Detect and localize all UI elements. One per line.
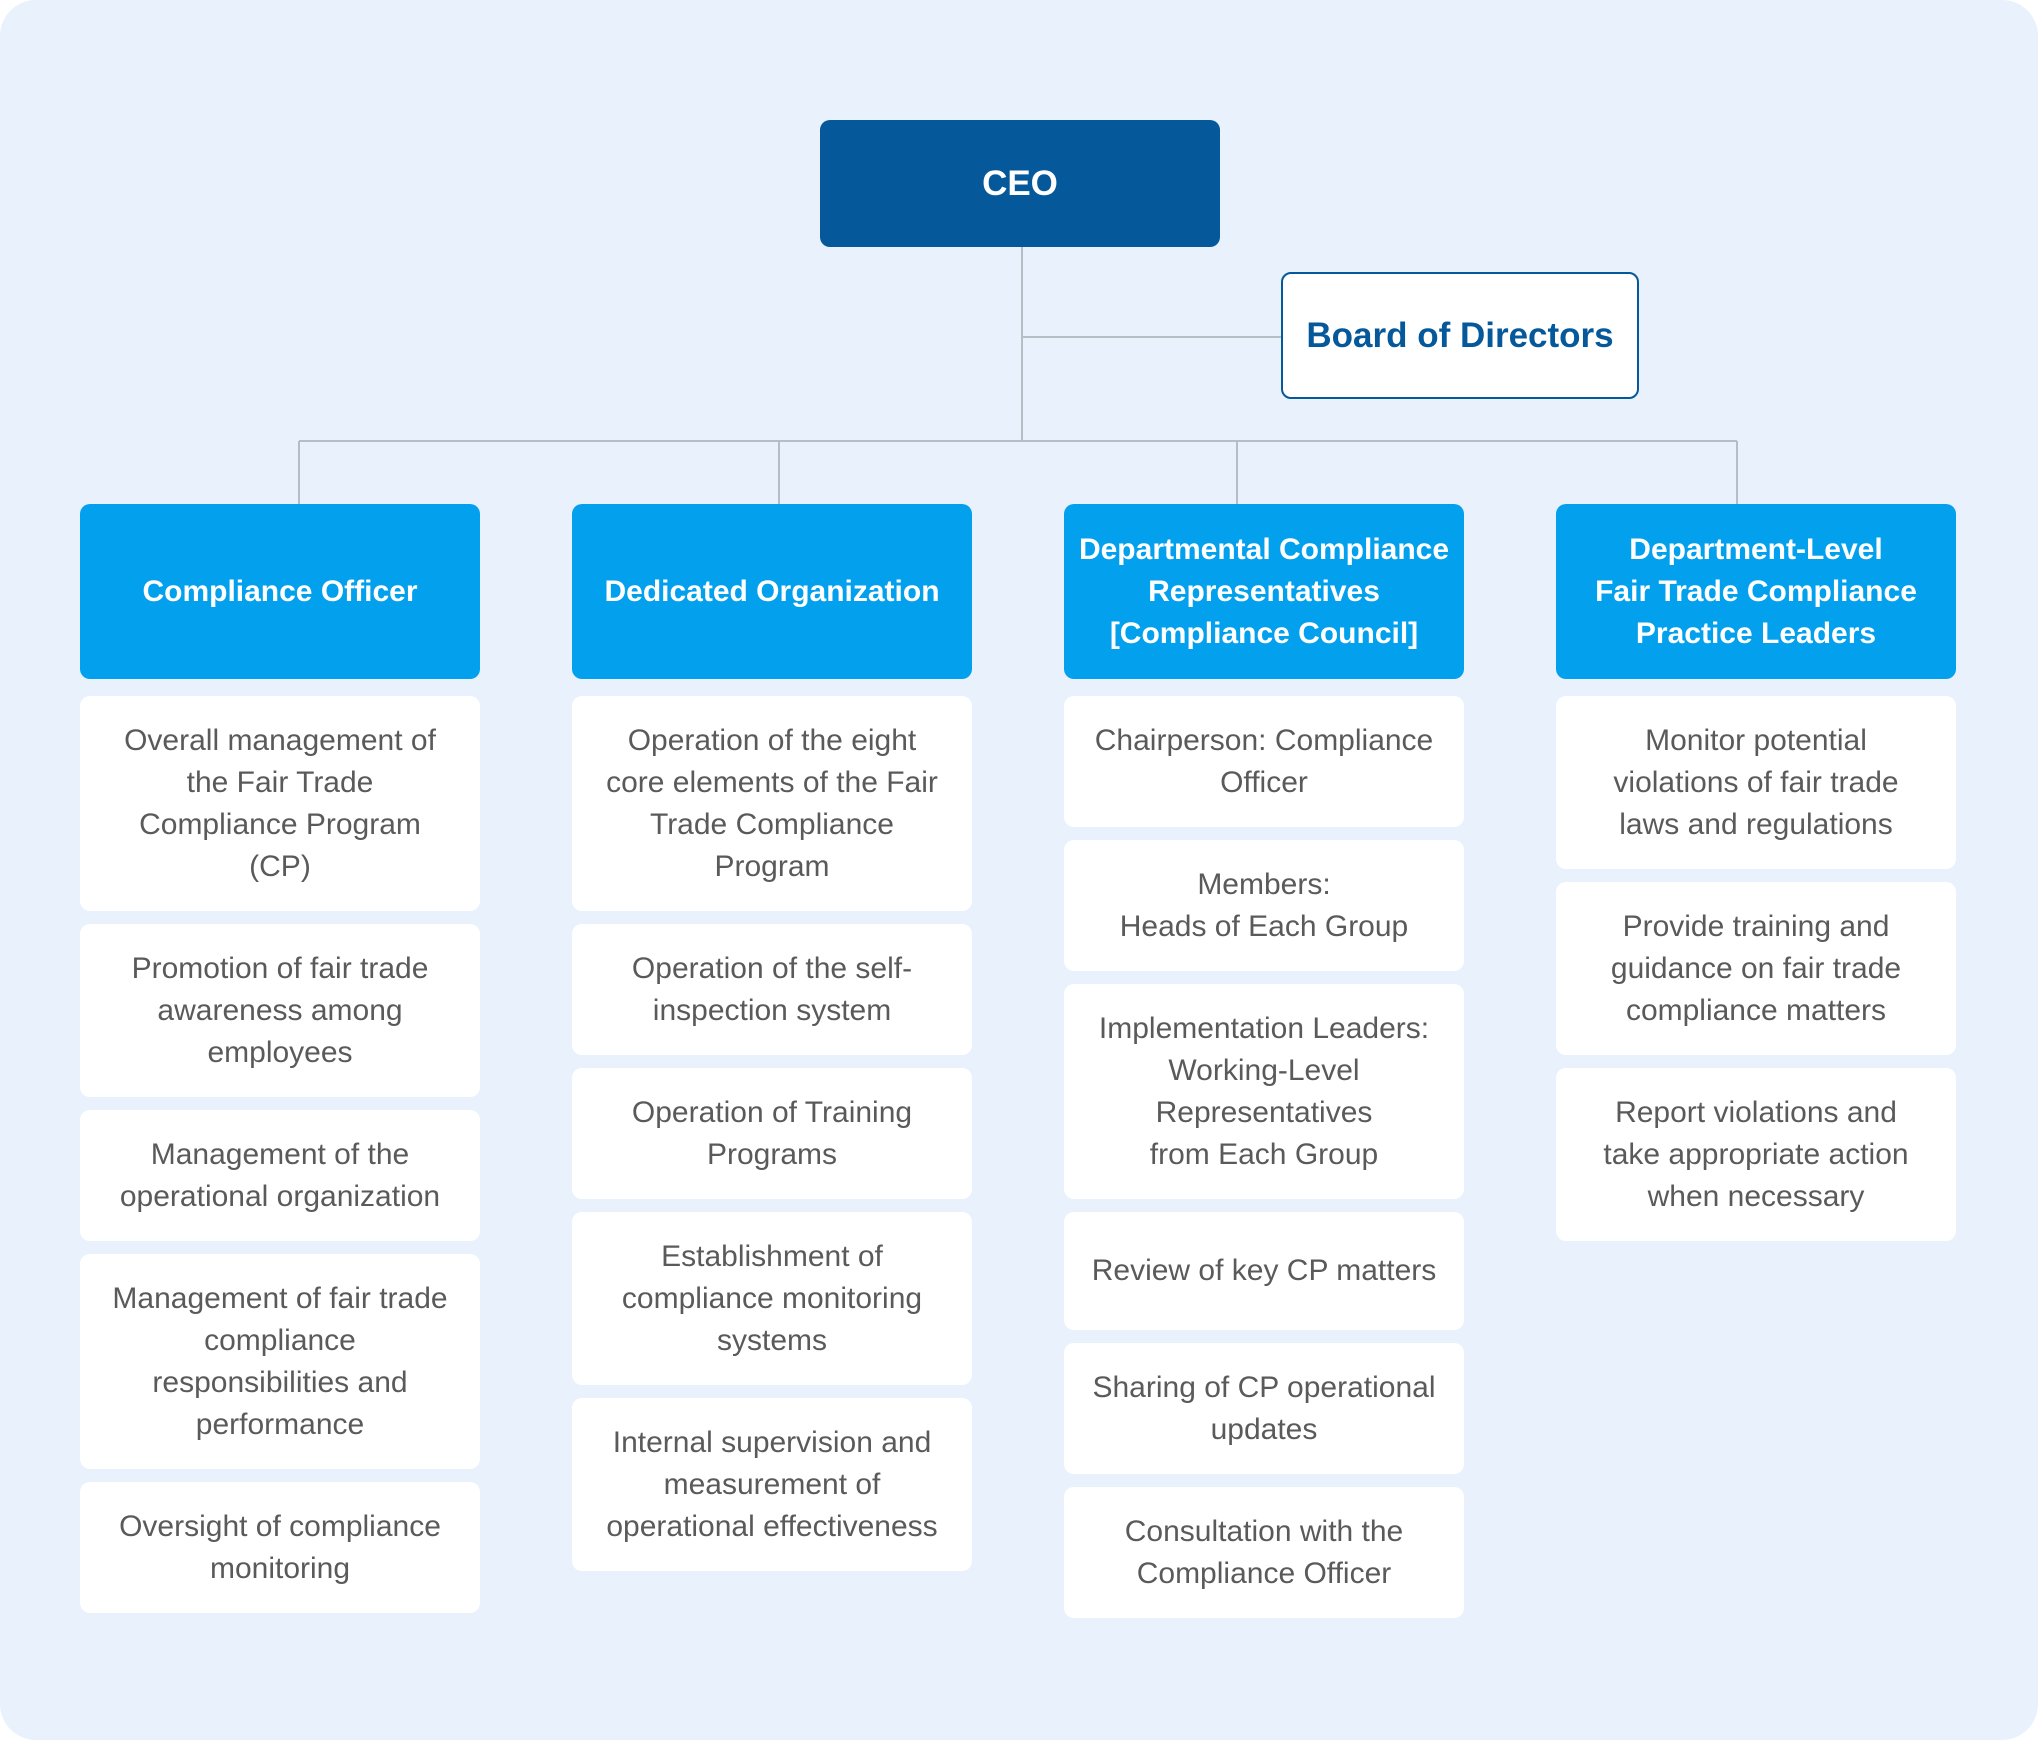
duty-card: Consultation with the Compliance Officer	[1064, 1487, 1464, 1618]
column-departmental-compliance-representatives: Departmental Compliance Representatives …	[1064, 504, 1464, 1618]
column-header: Departmental Compliance Representatives …	[1064, 504, 1464, 679]
board-label: Board of Directors	[1306, 315, 1614, 355]
duty-card: Establishment of compliance monitoring s…	[572, 1212, 972, 1385]
duty-card: Implementation Leaders: Working-Level Re…	[1064, 984, 1464, 1199]
duty-card: Monitor potential violations of fair tra…	[1556, 696, 1956, 869]
column-header: Compliance Officer	[80, 504, 480, 679]
duty-card: Report violations and take appropriate a…	[1556, 1068, 1956, 1241]
duty-card: Overall management of the Fair Trade Com…	[80, 696, 480, 911]
duty-card: Review of key CP matters	[1064, 1212, 1464, 1330]
duty-card: Operation of the eight core elements of …	[572, 696, 972, 911]
column-compliance-officer: Compliance Officer Overall management of…	[80, 504, 480, 1613]
column-header: Department-Level Fair Trade Compliance P…	[1556, 504, 1956, 679]
duty-card: Oversight of compliance monitoring	[80, 1482, 480, 1613]
duty-card: Management of fair trade compliance resp…	[80, 1254, 480, 1469]
duty-card: Provide training and guidance on fair tr…	[1556, 882, 1956, 1055]
column-header: Dedicated Organization	[572, 504, 972, 679]
ceo-label: CEO	[982, 163, 1058, 203]
duty-card: Internal supervision and measurement of …	[572, 1398, 972, 1571]
ceo-node: CEO	[820, 120, 1220, 247]
duty-card: Management of the operational organizati…	[80, 1110, 480, 1241]
duty-card: Operation of the self- inspection system	[572, 924, 972, 1055]
duty-card: Promotion of fair trade awareness among …	[80, 924, 480, 1097]
board-of-directors-node: Board of Directors	[1281, 272, 1639, 399]
duty-card: Chairperson: Compliance Officer	[1064, 696, 1464, 827]
duty-card: Operation of Training Programs	[572, 1068, 972, 1199]
duty-card: Members: Heads of Each Group	[1064, 840, 1464, 971]
column-department-level-practice-leaders: Department-Level Fair Trade Compliance P…	[1556, 504, 1956, 1241]
duty-card: Sharing of CP operational updates	[1064, 1343, 1464, 1474]
column-dedicated-organization: Dedicated Organization Operation of the …	[572, 504, 972, 1571]
